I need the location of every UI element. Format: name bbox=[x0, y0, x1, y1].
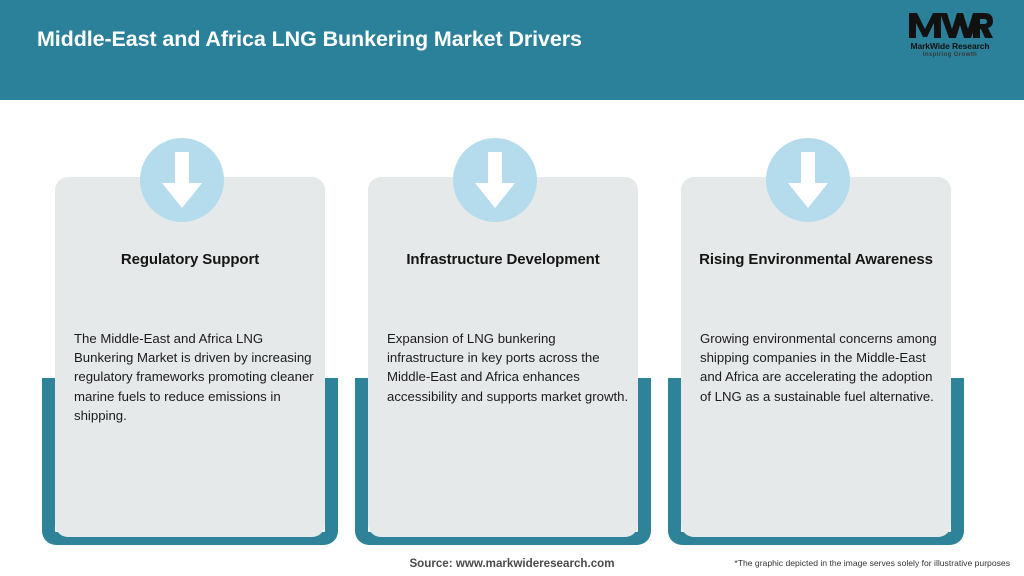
card-description: Growing environmental concerns among shi… bbox=[700, 331, 937, 404]
card-description: Expansion of LNG bunkering infrastructur… bbox=[387, 331, 629, 404]
driver-card-2: Infrastructure Development Expansion of … bbox=[355, 100, 651, 546]
down-arrow-icon bbox=[140, 138, 224, 222]
card-title: Regulatory Support bbox=[120, 251, 260, 268]
drivers-card-row: Regulatory Support The Middle-East and A… bbox=[0, 100, 1024, 545]
arrow-glyph bbox=[788, 152, 828, 208]
driver-card-3: Rising Environmental Awareness Growing e… bbox=[668, 100, 964, 546]
logo-tagline: Inspiring Growth bbox=[922, 51, 978, 58]
brand-logo: MarkWide Research Inspiring Growth bbox=[894, 10, 1006, 66]
source-attribution: Source: www.markwideresearch.com bbox=[409, 557, 615, 570]
card-panel: Rising Environmental Awareness Growing e… bbox=[681, 177, 951, 537]
card-title: Infrastructure Development bbox=[406, 251, 600, 268]
card-title: Rising Environmental Awareness bbox=[699, 251, 933, 268]
logo-company-name: MarkWide Research bbox=[910, 41, 990, 51]
mwr-logo-icon bbox=[909, 13, 993, 38]
illustrative-disclaimer: *The graphic depicted in the image serve… bbox=[734, 558, 1010, 568]
down-arrow-icon bbox=[453, 138, 537, 222]
card-accent-frame bbox=[355, 378, 651, 545]
page-title: Middle-East and Africa LNG Bunkering Mar… bbox=[37, 27, 582, 51]
card-panel: Infrastructure Development Expansion of … bbox=[368, 177, 638, 537]
driver-card-1: Regulatory Support The Middle-East and A… bbox=[42, 100, 338, 546]
down-arrow-icon bbox=[766, 138, 850, 222]
arrow-glyph bbox=[475, 152, 515, 208]
card-description: The Middle-East and Africa LNG Bunkering… bbox=[74, 331, 314, 423]
arrow-glyph bbox=[162, 152, 202, 208]
card-panel: Regulatory Support The Middle-East and A… bbox=[55, 177, 325, 537]
page-header: Middle-East and Africa LNG Bunkering Mar… bbox=[0, 0, 1024, 100]
